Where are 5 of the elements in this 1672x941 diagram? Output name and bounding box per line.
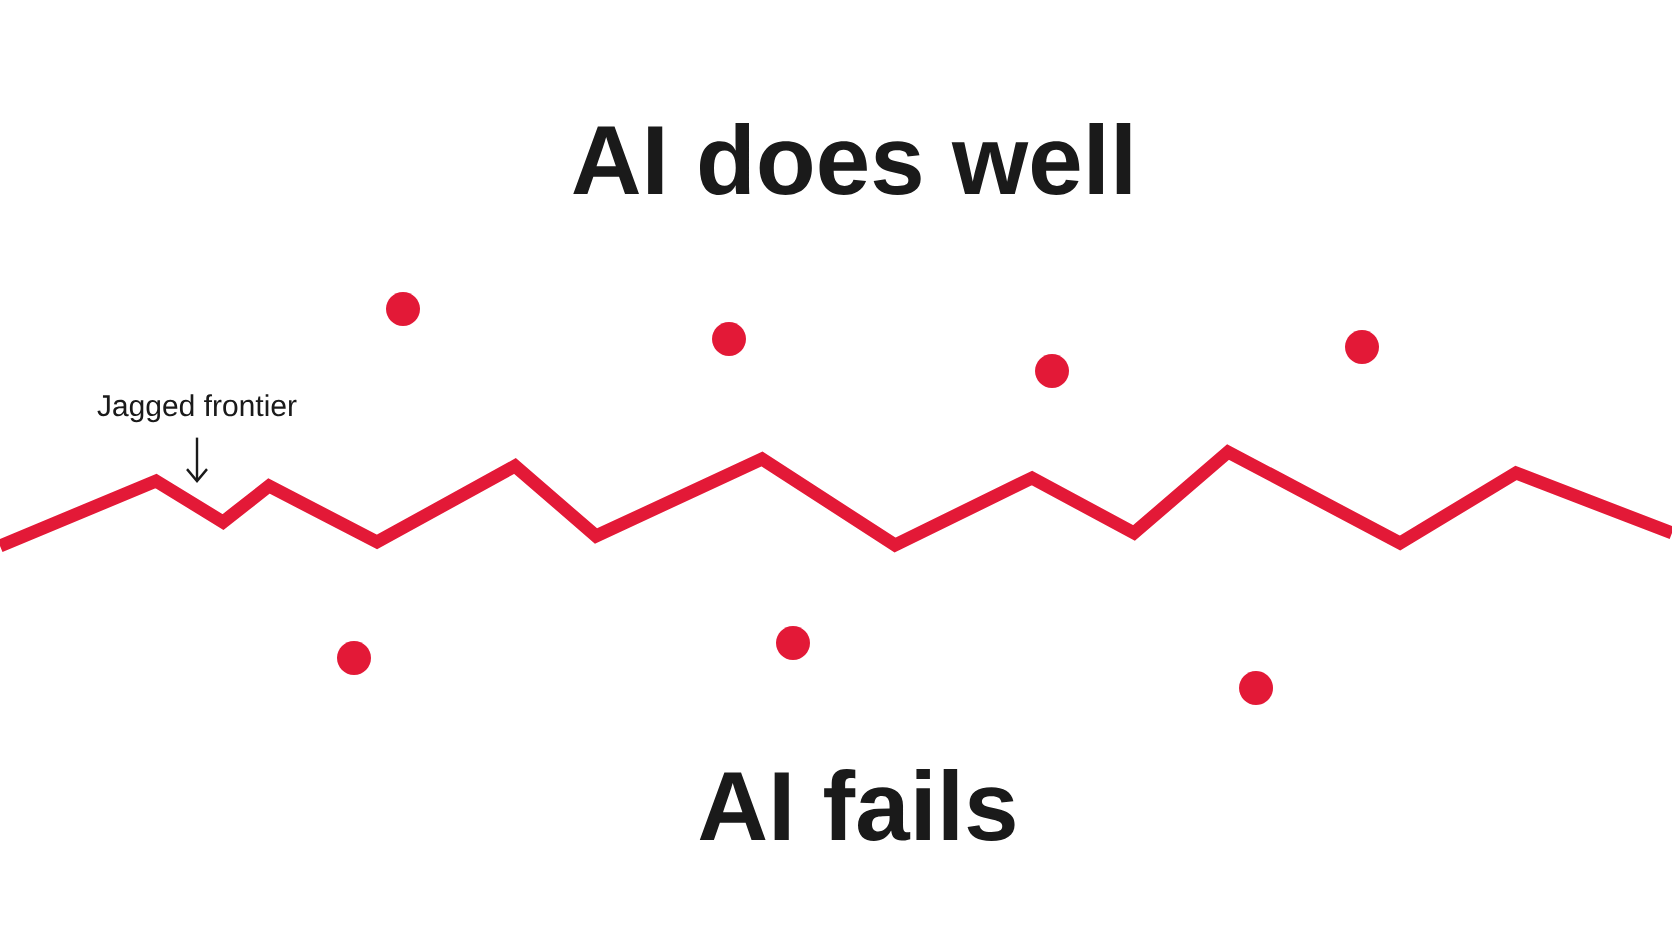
region-label: AI fails bbox=[699, 769, 1015, 841]
jagged-line bbox=[0, 444, 1672, 553]
leader-arrow bbox=[186, 437, 208, 483]
region-label: AI does well bbox=[573, 123, 1131, 195]
annotation-label: Jagged frontier bbox=[97, 394, 297, 423]
